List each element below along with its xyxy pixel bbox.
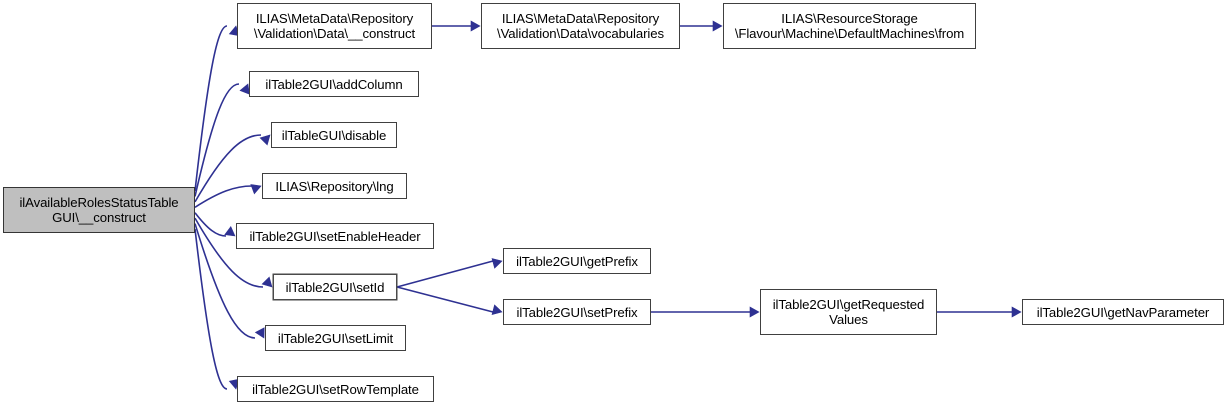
node-iltable2gui-setenableheader[interactable]: ilTable2GUI\setEnableHeader [236,223,434,249]
node-iltable2gui-getprefix[interactable]: ilTable2GUI\getPrefix [503,248,651,274]
node-iltable2gui-addcolumn[interactable]: ilTable2GUI\addColumn [249,71,419,97]
node-ilias-resourcestorage-flavour-machine-defaultmachines-from[interactable]: ILIAS\ResourceStorage \Flavour\Machine\D… [723,3,976,49]
node-iltable2gui-getrequestedvalues[interactable]: ilTable2GUI\getRequested Values [760,289,937,335]
node-iltable2gui-setid[interactable]: ilTable2GUI\setId [273,274,397,300]
edge-setid-to-setprefix [396,286,503,315]
node-iltable2gui-setlimit[interactable]: ilTable2GUI\setLimit [265,325,406,351]
edge-root-to-setenableheader [194,212,236,237]
node-ilias-repository-lng[interactable]: ILIAS\Repository\lng [262,173,407,199]
edge-vocabularies-to-resourcestorage-from [680,20,723,32]
edge-root-to-addcolumn [194,83,250,197]
edge-getrequestedvalues-to-getnavparameter [937,306,1022,318]
edge-setprefix-to-getrequestedvalues [651,306,760,318]
node-iltable2gui-setrowtemplate[interactable]: ilTable2GUI\setRowTemplate [237,376,434,402]
node-iltable2gui-getnavparameter[interactable]: ilTable2GUI\getNavParameter [1022,299,1224,325]
node-iltablegui-disable[interactable]: ilTableGUI\disable [271,122,397,148]
node-ilias-metadata-repository-validation-data-construct[interactable]: ILIAS\MetaData\Repository \Validation\Da… [237,3,432,49]
edge-root-to-disable [194,134,271,203]
edge-root-to-setrowtemplate [194,228,240,390]
edge-setid-to-getprefix [396,258,503,288]
node-ilavailablerolesstatustablegui-construct[interactable]: ilAvailableRolesStatusTable GUI\__constr… [3,187,195,233]
edge-metadata-construct-to-vocabularies [432,20,481,32]
node-ilias-metadata-repository-validation-data-vocabularies[interactable]: ILIAS\MetaData\Repository \Validation\Da… [481,3,680,49]
edge-root-to-lng [194,184,262,208]
node-iltable2gui-setprefix[interactable]: ilTable2GUI\setPrefix [503,299,651,325]
edge-root-to-metadata-construct [194,25,240,192]
